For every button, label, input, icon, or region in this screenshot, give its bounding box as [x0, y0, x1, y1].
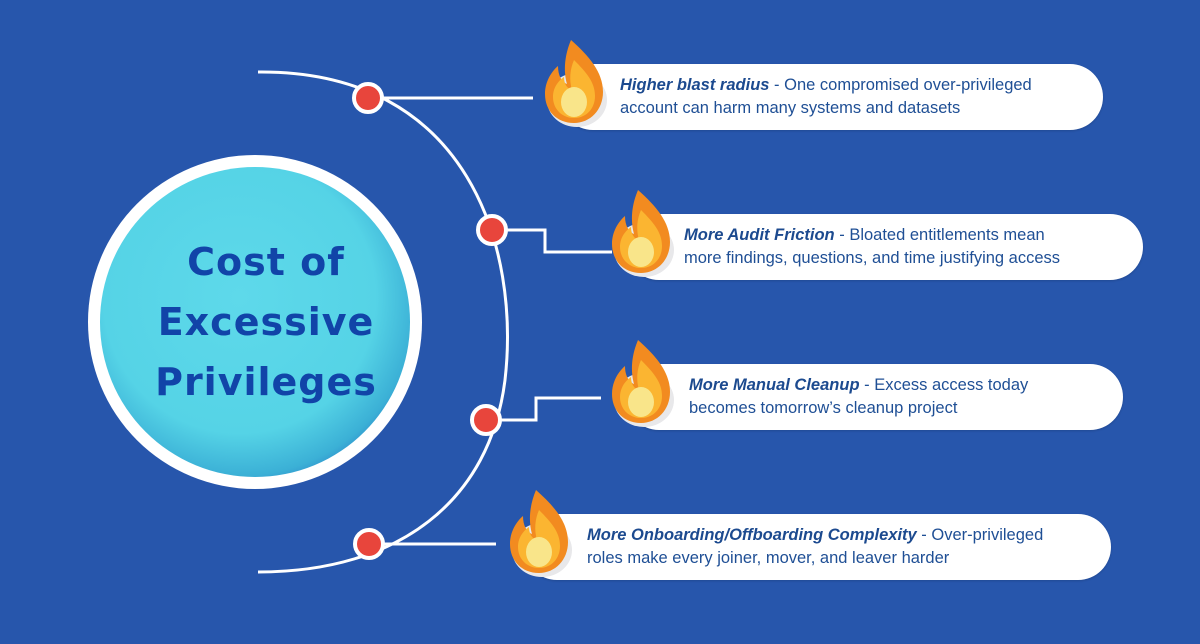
- node-dot-2: [476, 214, 508, 246]
- connector-3: [486, 396, 601, 422]
- item-card-3: More Manual Cleanup - Excess access toda…: [626, 364, 1123, 430]
- item-desc-2b: more findings, questions, and time justi…: [684, 249, 1061, 267]
- item-sep-1: -: [769, 76, 785, 94]
- item-desc-2a: Bloated entitlements mean: [849, 226, 1045, 244]
- node-dot-4: [353, 528, 385, 560]
- item-desc-3a: Excess access today: [874, 376, 1029, 394]
- item-desc-4a: Over-privileged: [931, 526, 1044, 544]
- title-line-2: Excessive: [157, 300, 375, 344]
- title-circle-inner: Cost of Excessive Privileges: [100, 167, 410, 477]
- connector-2: [492, 228, 612, 254]
- item-card-4: More Onboarding/Offboarding Complexity -…: [524, 514, 1111, 580]
- fire-icon: [612, 340, 674, 427]
- fire-icon: [510, 490, 572, 577]
- fire-icon: [545, 40, 607, 127]
- item-text-2: More Audit Friction - Bloated entitlemen…: [684, 224, 1121, 270]
- item-desc-4b: roles make every joiner, mover, and leav…: [587, 549, 950, 567]
- item-sep-2: -: [834, 226, 850, 244]
- title-line-3: Privileges: [155, 360, 377, 404]
- page-title: Cost of Excessive Privileges: [136, 232, 396, 412]
- item-text-1: Higher blast radius - One compromised ov…: [620, 74, 1081, 120]
- item-heading-3: More Manual Cleanup: [689, 376, 860, 394]
- arc-line: [257, 70, 509, 574]
- item-desc-1b: account can harm many systems and datase…: [620, 99, 961, 117]
- fire-icon: [612, 190, 674, 277]
- item-line-1a: Higher blast radius - One compromised ov…: [620, 74, 1081, 97]
- item-heading-2: More Audit Friction: [684, 226, 835, 244]
- item-sep-4: -: [916, 526, 932, 544]
- node-dot-1: [352, 82, 384, 114]
- title-line-1: Cost of: [187, 240, 345, 284]
- item-line-4a: More Onboarding/Offboarding Complexity -…: [587, 524, 1089, 547]
- node-dot-3: [470, 404, 502, 436]
- item-text-4: More Onboarding/Offboarding Complexity -…: [587, 524, 1089, 570]
- item-desc-3b: becomes tomorrow’s cleanup project: [689, 399, 958, 417]
- item-heading-1: Higher blast radius: [620, 76, 770, 94]
- item-text-3: More Manual Cleanup - Excess access toda…: [689, 374, 1101, 420]
- item-heading-4: More Onboarding/Offboarding Complexity: [587, 526, 917, 544]
- item-card-2: More Audit Friction - Bloated entitlemen…: [626, 214, 1143, 280]
- item-sep-3: -: [859, 376, 875, 394]
- item-desc-1a: One compromised over-privileged: [784, 76, 1032, 94]
- item-card-1: Higher blast radius - One compromised ov…: [560, 64, 1103, 130]
- item-line-2a: More Audit Friction - Bloated entitlemen…: [684, 224, 1121, 247]
- item-line-3a: More Manual Cleanup - Excess access toda…: [689, 374, 1101, 397]
- title-circle: Cost of Excessive Privileges: [88, 155, 422, 489]
